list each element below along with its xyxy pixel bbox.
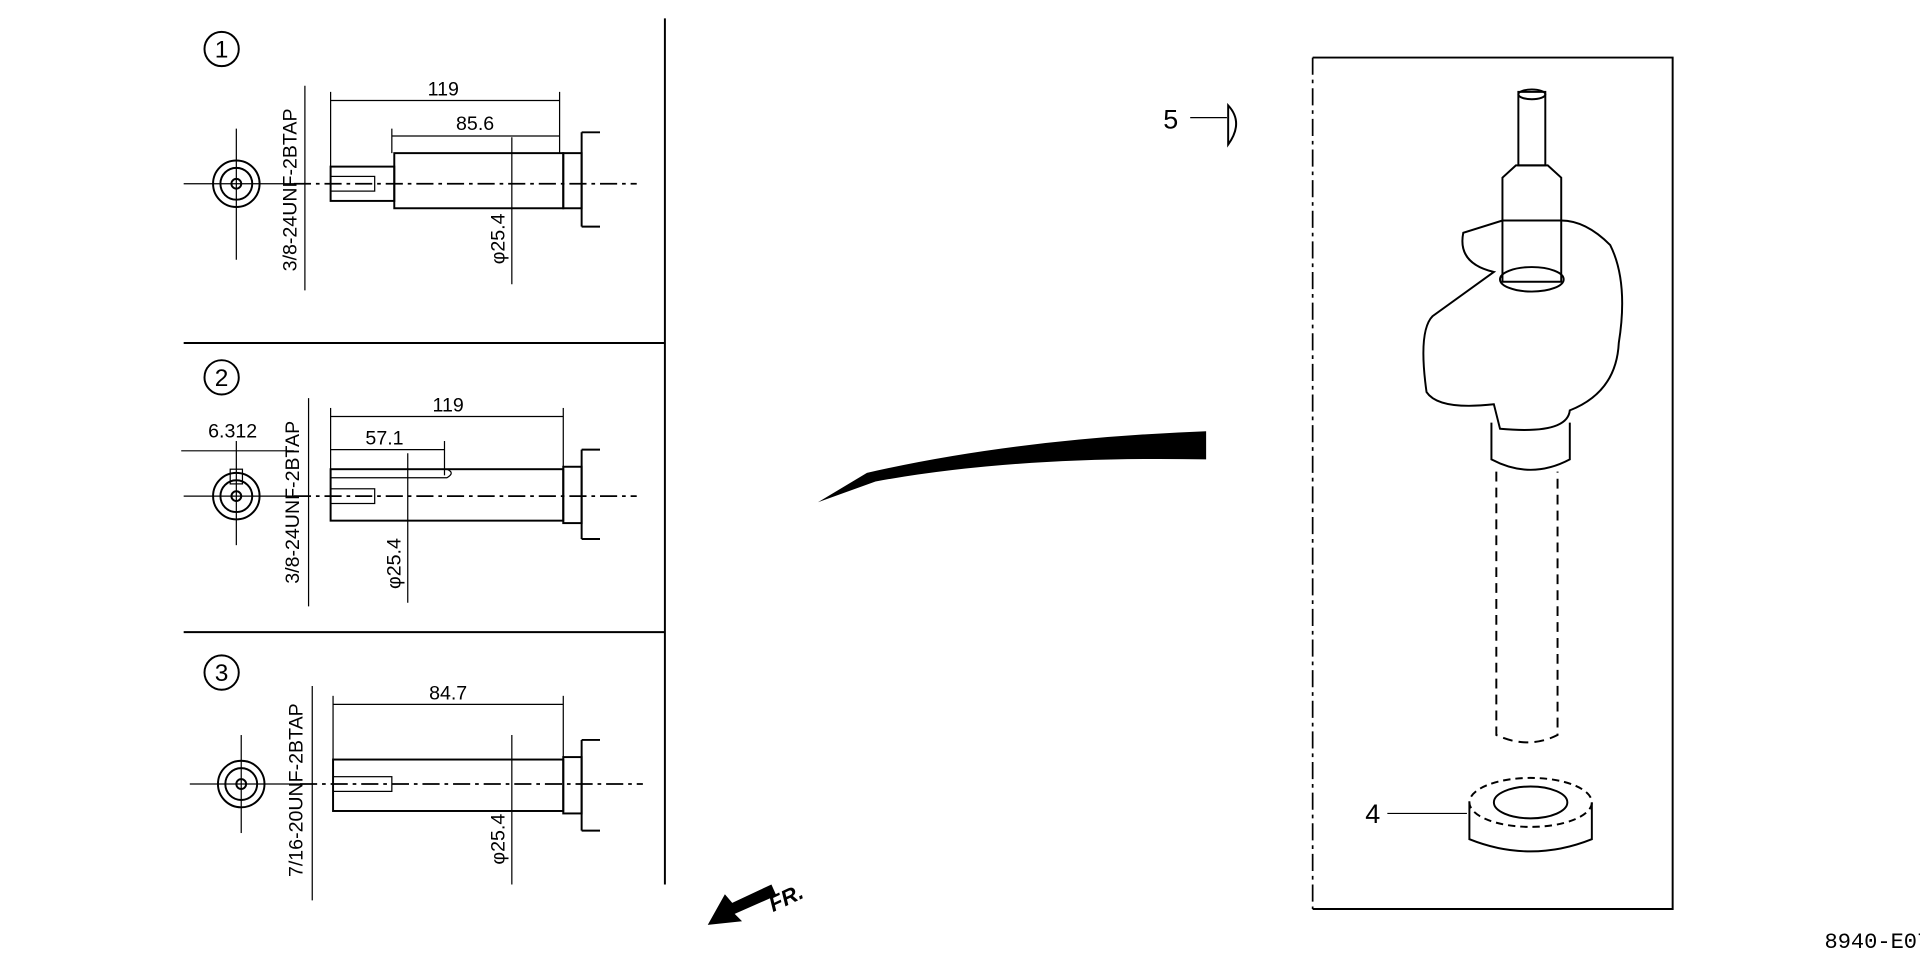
dimension-diameter: φ25.4 xyxy=(487,814,509,865)
dimension-total-length: 119 xyxy=(428,79,459,101)
dimension-keyway-length: 57.1 xyxy=(365,428,403,450)
panel-2: 2 6.312 3/8-24UNF-2BTAP 119 57.1 φ25.4 xyxy=(181,359,637,607)
shaft-side-view xyxy=(293,131,637,228)
panel-number: 3 xyxy=(215,660,229,687)
panel-number: 1 xyxy=(215,37,229,64)
crankshaft-gear-icon xyxy=(1468,776,1593,853)
crankshaft-illustration xyxy=(1422,88,1624,744)
reference-arrow-icon xyxy=(817,431,1207,503)
shaft-side-view xyxy=(300,738,643,832)
panel-number-badge xyxy=(203,30,240,68)
shaft-end-view xyxy=(183,128,300,260)
diagram-code: 8940-E0700 xyxy=(1824,930,1920,955)
dimension-total-length: 119 xyxy=(433,395,464,417)
thread-spec: 7/16-20UNF-2BTAP xyxy=(285,703,307,877)
shaft-end-view xyxy=(183,441,300,546)
front-label: FR. xyxy=(764,879,807,917)
front-arrow-icon xyxy=(707,884,777,925)
dimension-total-length: 84.7 xyxy=(429,683,467,705)
panel-number-badge xyxy=(203,654,240,691)
panel-1: 1 3/8-24UNF-2BTAP 119 85.6 φ25.4 xyxy=(183,30,637,291)
dimension-keyway-width: 6.312 xyxy=(208,420,257,442)
callout-key: 5 xyxy=(1163,105,1178,135)
crankshaft-assembly-box xyxy=(1311,56,1674,910)
panel-3: 3 7/16-20UNF-2BTAP 84.7 φ25.4 xyxy=(189,654,643,901)
shaft-end-view xyxy=(189,735,300,834)
woodruff-key-icon xyxy=(1227,102,1238,148)
thread-spec: 3/8-24UNF-2BTAP xyxy=(282,421,304,584)
shaft-side-view xyxy=(293,448,637,541)
front-direction-indicator: FR. xyxy=(707,879,807,925)
panel-number: 2 xyxy=(215,365,229,392)
dimension-step-length: 85.6 xyxy=(456,113,494,135)
callout-gear: 4 xyxy=(1365,799,1380,829)
panel-number-badge xyxy=(203,359,240,396)
dimension-diameter: φ25.4 xyxy=(487,213,509,264)
dimension-diameter: φ25.4 xyxy=(383,538,405,589)
thread-spec: 3/8-24UNF-2BTAP xyxy=(279,108,301,271)
